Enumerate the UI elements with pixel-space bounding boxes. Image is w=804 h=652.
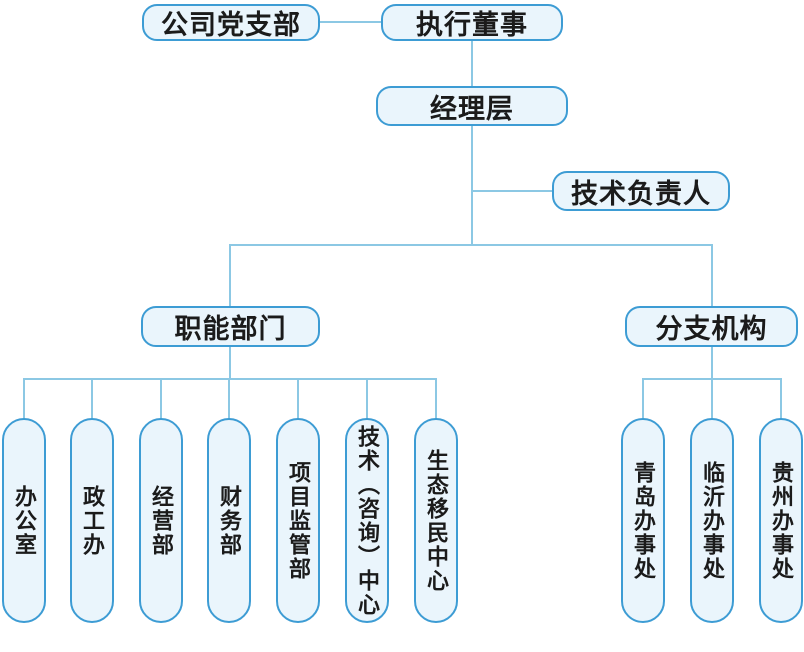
connector-drop-dept-3: [160, 378, 162, 419]
connector-management-down: [471, 124, 473, 245]
connector-drop-dept-1: [23, 378, 25, 419]
node-office-linyi: 临沂办事处: [690, 418, 734, 623]
node-dept-ecological-migration-center-label: 生态移民中心: [424, 448, 449, 593]
connector-splitter-rail: [229, 244, 713, 246]
connector-departments-rail: [23, 378, 437, 380]
connector-drop-office-1: [642, 378, 644, 419]
node-technical-lead-label: 技术负责人: [571, 178, 711, 209]
node-dept-political-work-office: 政工办: [70, 418, 114, 623]
node-management: 经理层: [376, 86, 568, 126]
node-dept-political-work-office-label: 政工办: [80, 484, 105, 557]
node-dept-technology-consulting-center: 技术（咨询）中心: [345, 418, 389, 623]
node-dept-finance-label: 财务部: [217, 484, 242, 557]
node-dept-office-label: 办公室: [12, 484, 37, 557]
node-dept-project-supervision-label: 项目监管部: [286, 460, 311, 581]
node-functional-departments-label: 职能部门: [174, 314, 287, 344]
connector-drop-dept-7: [435, 378, 437, 419]
node-executive-director: 执行董事: [381, 4, 563, 41]
node-office-qingdao-label: 青岛办事处: [631, 460, 656, 581]
node-dept-technology-consulting-center-label: 技术（咨询）中心: [355, 424, 380, 617]
node-office-guizhou-label: 贵州办事处: [769, 460, 794, 581]
connector-drop-dept-6: [366, 378, 368, 419]
node-dept-business-label: 经营部: [149, 484, 174, 557]
connector-branches-down: [711, 346, 713, 380]
node-branch-organizations-label: 分支机构: [655, 314, 768, 344]
node-dept-ecological-migration-center: 生态移民中心: [414, 418, 458, 623]
node-dept-office: 办公室: [2, 418, 46, 623]
connector-drop-branches: [711, 244, 713, 307]
connector-drop-dept-5: [297, 378, 299, 419]
node-office-linyi-label: 临沂办事处: [700, 460, 725, 581]
node-executive-director-label: 执行董事: [416, 10, 528, 40]
node-office-qingdao: 青岛办事处: [621, 418, 665, 623]
connector-drop-office-3: [780, 378, 782, 419]
node-party-branch: 公司党支部: [142, 4, 320, 41]
node-office-guizhou: 贵州办事处: [759, 418, 803, 623]
connector-drop-dept-4: [228, 378, 230, 419]
node-dept-project-supervision: 项目监管部: [276, 418, 320, 623]
connector-to-technical-lead: [471, 190, 553, 192]
connector-functional-down: [229, 346, 231, 380]
node-functional-departments: 职能部门: [141, 306, 320, 347]
node-dept-finance: 财务部: [207, 418, 251, 623]
connector-drop-office-2: [711, 378, 713, 419]
connector-drop-dept-2: [91, 378, 93, 419]
node-management-label: 经理层: [430, 93, 514, 124]
connector-drop-functional: [229, 244, 231, 307]
node-technical-lead: 技术负责人: [552, 171, 730, 211]
node-dept-business: 经营部: [139, 418, 183, 623]
connector-party-to-director: [320, 21, 383, 23]
node-party-branch-label: 公司党支部: [161, 10, 301, 40]
node-branch-organizations: 分支机构: [625, 306, 798, 347]
connector-director-to-management: [471, 40, 473, 88]
